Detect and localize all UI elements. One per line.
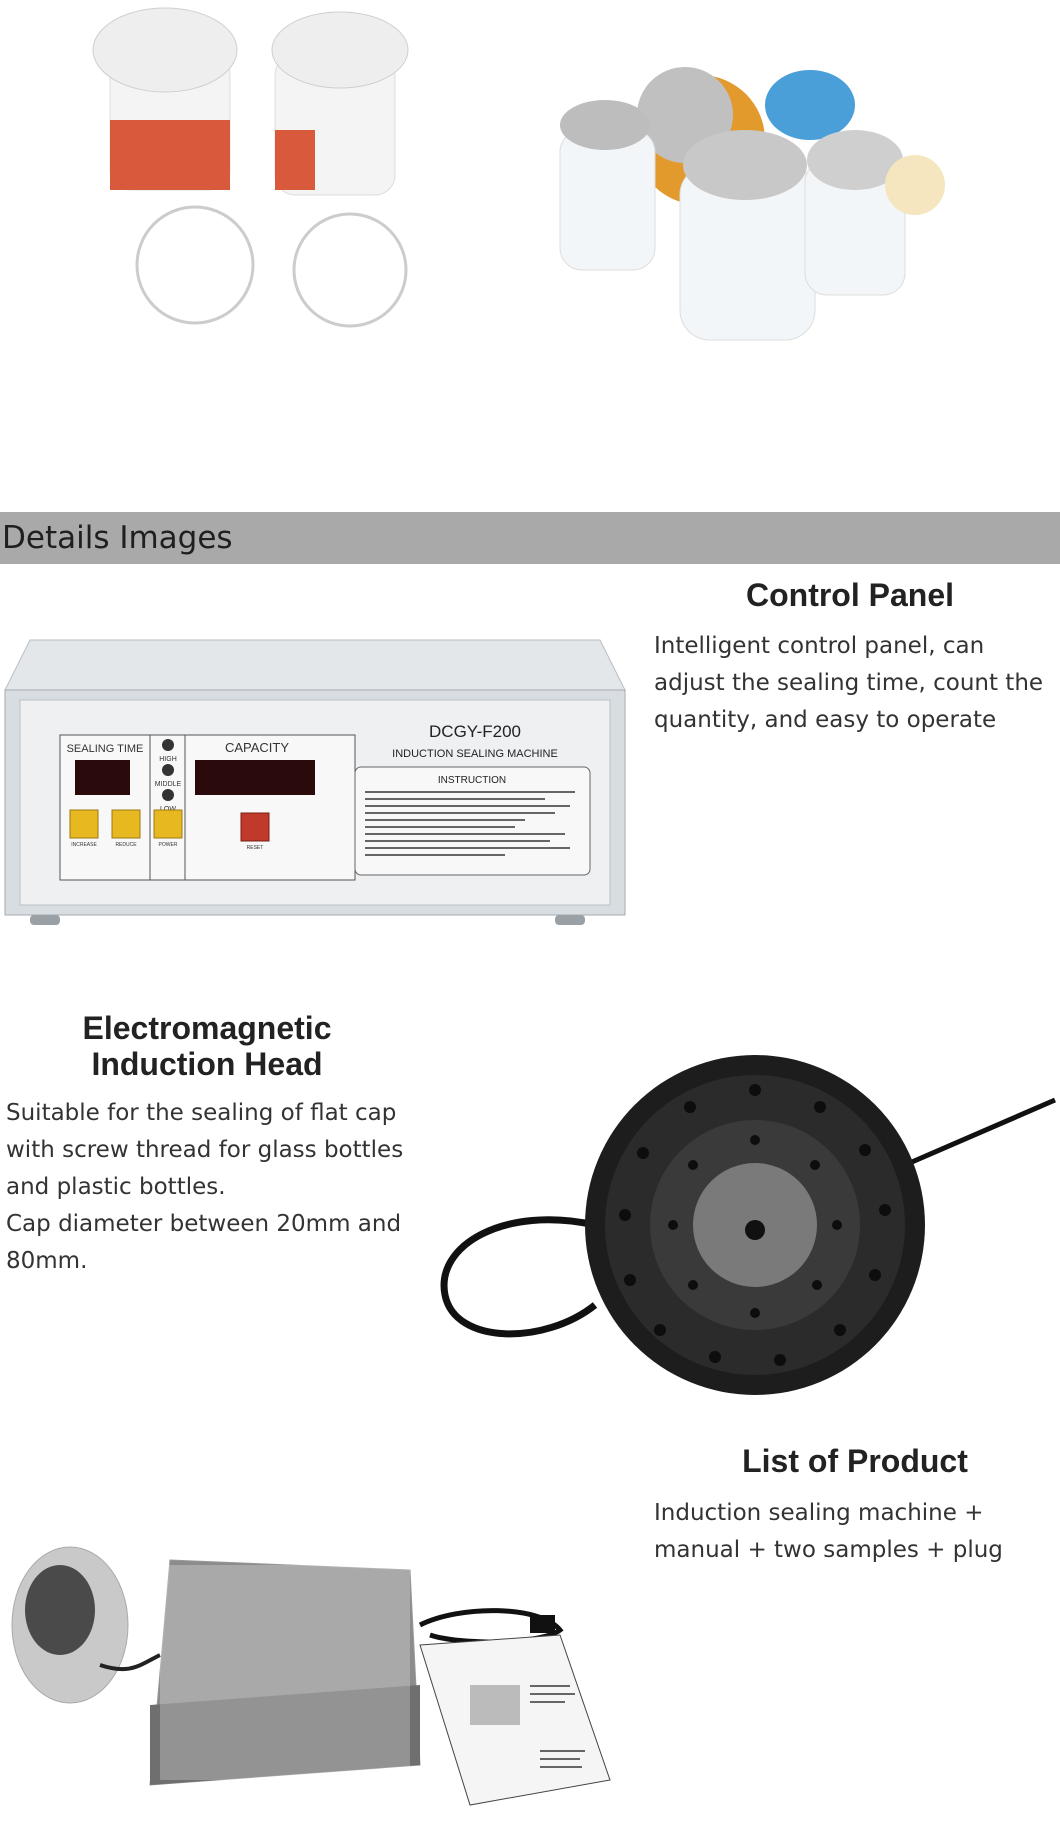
- bottle-left: [92, 7, 238, 191]
- foil-sealed-bottles-group: [559, 67, 945, 341]
- control-panel-photo: SEALING TIME CAPACITY HIGH MIDDLE LOW IN…: [0, 635, 630, 935]
- instruction-title: INSTRUCTION: [438, 775, 506, 786]
- capacity-display: [195, 760, 315, 795]
- product-list-description: Induction sealing machine + manual + two…: [654, 1500, 1003, 1563]
- model-name: DCGY-F200: [429, 722, 521, 741]
- sealing-time-label: SEALING TIME: [67, 743, 144, 755]
- induction-head-photo: [425, 1045, 1060, 1400]
- induction-head-title: Electromagnetic Induction Head: [30, 1010, 384, 1082]
- induction-head-title-line1: Electromagnetic: [82, 1010, 332, 1046]
- reduce-label: REDUCE: [115, 842, 137, 848]
- top-product-photos: [0, 0, 1060, 470]
- model-subtitle: INDUCTION SEALING MACHINE: [392, 748, 558, 760]
- cap-right: [292, 212, 408, 328]
- induction-head-description: Suitable for the sealing of flat cap wit…: [6, 1095, 426, 1280]
- increase-label: INCREASE: [71, 842, 97, 848]
- induction-head-description-line2: Cap diameter between 20mm and 80mm.: [6, 1211, 402, 1274]
- control-panel-description: Intelligent control panel, can adjust th…: [654, 633, 1044, 733]
- reset-button: [240, 812, 270, 842]
- product-list-title: List of Product: [742, 1443, 968, 1479]
- sealed-bottles-photo: [92, 7, 945, 341]
- reduce-button: [111, 809, 141, 839]
- level-high-label: HIGH: [159, 756, 177, 763]
- section-header-text: Details Images: [2, 520, 233, 556]
- reset-label: RESET: [247, 845, 264, 851]
- sealing-time-display: [75, 760, 130, 795]
- section-header: Details Images: [0, 512, 1060, 564]
- induction-head-description-line1: Suitable for the sealing of flat cap wit…: [6, 1100, 404, 1200]
- bottle-right: [271, 11, 409, 196]
- control-panel-title: Control Panel: [745, 577, 954, 613]
- induction-head-title-line2: Induction Head: [91, 1046, 323, 1082]
- cap-left: [135, 205, 255, 325]
- increase-button: [69, 809, 99, 839]
- package-contents-photo: [0, 1535, 640, 1825]
- power-label: POWER: [159, 842, 178, 848]
- power-button: [153, 809, 183, 839]
- level-middle-label: MIDDLE: [155, 781, 182, 788]
- capacity-label: CAPACITY: [225, 740, 289, 755]
